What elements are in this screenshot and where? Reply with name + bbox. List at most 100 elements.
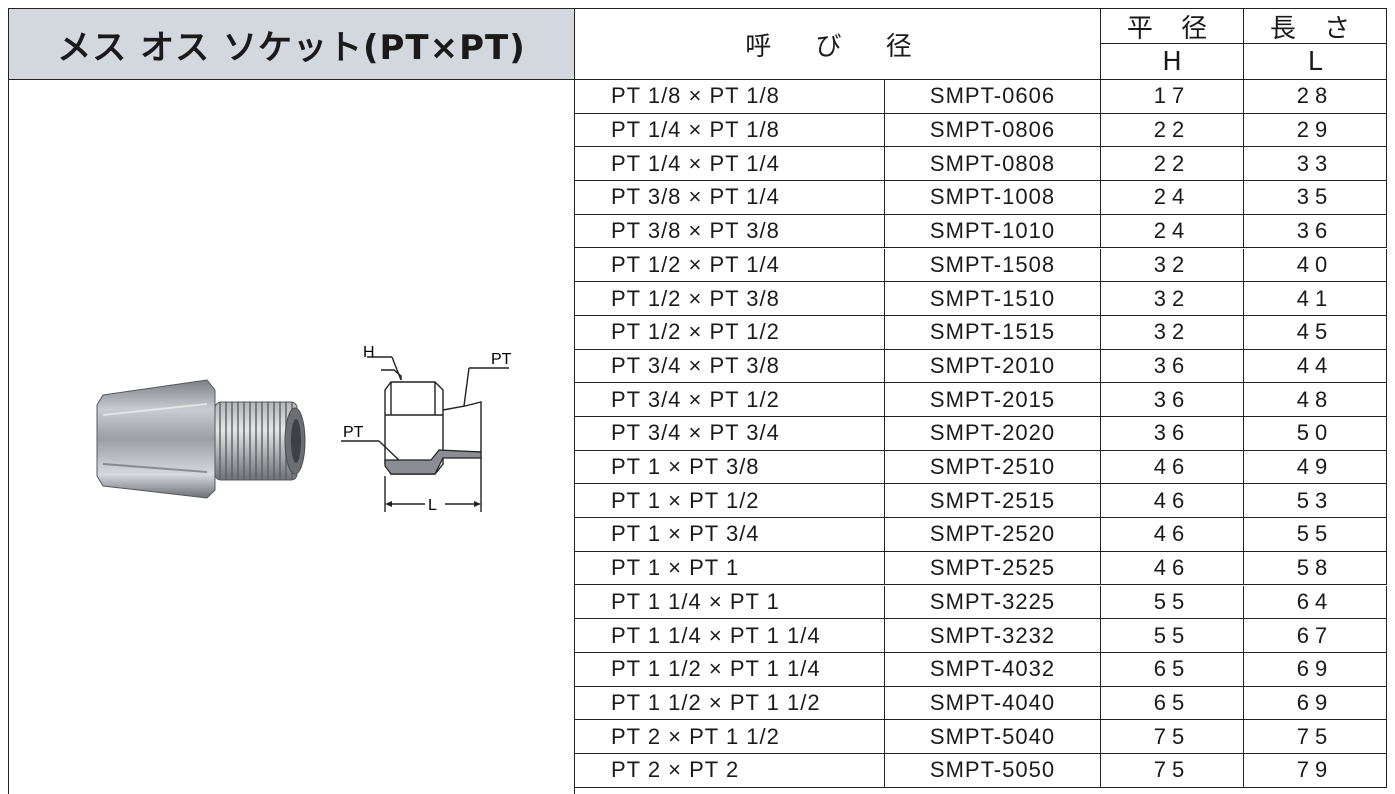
length-cell: 75	[1244, 720, 1387, 754]
length-cell: 58	[1244, 551, 1387, 586]
product-title: メス オス ソケット(PT×PT)	[8, 8, 575, 80]
length-cell: 49	[1244, 450, 1387, 485]
length-cell: 41	[1244, 282, 1387, 316]
length-cell: 64	[1244, 585, 1387, 620]
width-cell: 55	[1101, 585, 1244, 620]
code-cell: SMPT-4032	[885, 652, 1101, 687]
size-cell: PT 1 × PT 3/4	[575, 518, 885, 552]
label-h: H	[363, 344, 375, 361]
length-cell: 79	[1244, 754, 1387, 788]
label-pt-right: PT	[491, 351, 512, 368]
width-cell: 36	[1101, 417, 1244, 451]
code-cell: SMPT-2515	[885, 484, 1101, 519]
code-cell: SMPT-5050	[885, 754, 1101, 788]
length-cell: 35	[1244, 181, 1387, 215]
length-cell: 44	[1244, 349, 1387, 384]
size-cell: PT 1 1/4 × PT 1	[575, 585, 885, 620]
length-cell: 69	[1244, 686, 1387, 721]
size-cell: PT 1/4 × PT 1/8	[575, 113, 885, 148]
code-cell: SMPT-1508	[885, 248, 1101, 283]
code-cell: SMPT-0806	[885, 113, 1101, 148]
size-cell: PT 3/4 × PT 3/4	[575, 417, 885, 451]
length-cell: 53	[1244, 484, 1387, 519]
size-cell: PT 1 1/2 × PT 1 1/4	[575, 652, 885, 687]
width-cell: 36	[1101, 383, 1244, 417]
width-cell: 17	[1101, 80, 1244, 114]
code-cell: SMPT-2010	[885, 349, 1101, 384]
width-cell: 75	[1101, 720, 1244, 754]
size-cell: PT 3/4 × PT 3/8	[575, 349, 885, 384]
code-cell: SMPT-5040	[885, 720, 1101, 754]
length-header: 長 さ	[1244, 8, 1387, 44]
length-cell: 48	[1244, 383, 1387, 417]
width-header: 平 径	[1101, 8, 1244, 44]
length-cell: 40	[1244, 248, 1387, 283]
width-cell: 65	[1101, 652, 1244, 687]
width-cell: 32	[1101, 315, 1244, 350]
length-cell: 50	[1244, 417, 1387, 451]
width-cell: 36	[1101, 349, 1244, 384]
width-cell: 65	[1101, 686, 1244, 721]
length-symbol: L	[1244, 44, 1387, 80]
length-cell: 45	[1244, 315, 1387, 350]
code-cell: SMPT-3232	[885, 619, 1101, 653]
product-photo	[96, 379, 306, 499]
product-panel: H PT PT L	[8, 80, 575, 794]
label-pt-left: PT	[343, 424, 364, 441]
width-cell: 46	[1101, 518, 1244, 552]
size-cell: PT 3/8 × PT 1/4	[575, 181, 885, 215]
size-cell: PT 1/4 × PT 1/4	[575, 147, 885, 182]
size-cell: PT 1/8 × PT 1/8	[575, 80, 885, 114]
length-cell: 55	[1244, 518, 1387, 552]
code-cell: SMPT-2510	[885, 450, 1101, 485]
size-cell: PT 1 × PT 1/2	[575, 484, 885, 519]
nominal-size-header: 呼 び 径	[575, 8, 1101, 80]
size-cell: PT 2 × PT 2	[575, 754, 885, 788]
code-cell: SMPT-1008	[885, 181, 1101, 215]
length-cell: 33	[1244, 147, 1387, 182]
width-cell: 75	[1101, 754, 1244, 788]
section-fill	[384, 449, 482, 475]
width-cell: 22	[1101, 113, 1244, 148]
code-cell: SMPT-2525	[885, 551, 1101, 586]
label-l: L	[428, 497, 437, 514]
code-cell: SMPT-2015	[885, 383, 1101, 417]
size-cell: PT 1 × PT 3/8	[575, 450, 885, 485]
width-cell: 24	[1101, 181, 1244, 215]
size-cell: PT 3/8 × PT 3/8	[575, 214, 885, 249]
size-cell: PT 3/4 × PT 1/2	[575, 383, 885, 417]
size-cell: PT 1/2 × PT 3/8	[575, 282, 885, 316]
section-diagram: H PT PT L	[341, 344, 512, 514]
width-cell: 22	[1101, 147, 1244, 182]
code-cell: SMPT-4040	[885, 686, 1101, 721]
size-cell: PT 1/2 × PT 1/4	[575, 248, 885, 283]
length-cell: 28	[1244, 80, 1387, 114]
length-cell: 67	[1244, 619, 1387, 653]
size-cell: PT 2 × PT 1 1/2	[575, 720, 885, 754]
hex-body	[96, 379, 216, 499]
length-cell: 69	[1244, 652, 1387, 687]
code-cell: SMPT-1010	[885, 214, 1101, 249]
size-cell: PT 1 1/4 × PT 1 1/4	[575, 619, 885, 653]
width-symbol: H	[1101, 44, 1244, 80]
